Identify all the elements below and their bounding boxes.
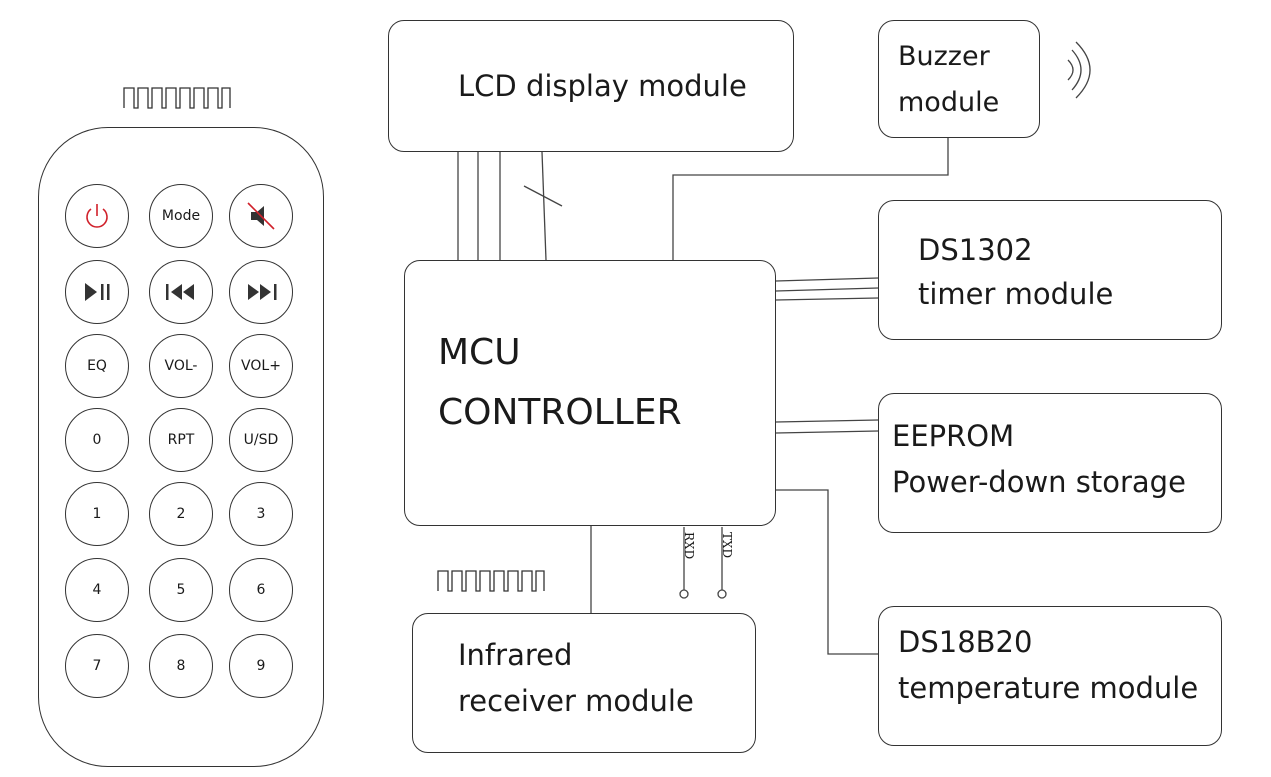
lcd-display-module [388, 20, 794, 152]
txd-pin-label: TXD [720, 532, 734, 559]
ds18b20-temperature-module-label-line1: DS18B20 [898, 625, 1033, 659]
key-1-button[interactable]: 1 [65, 482, 129, 546]
key-5-button[interactable]: 5 [149, 558, 213, 622]
key-label: Mode [161, 208, 201, 224]
mute-icon [243, 198, 279, 234]
ds18b20-temperature-module-label-line2: temperature module [898, 671, 1199, 705]
next-button[interactable] [229, 260, 293, 324]
infrared-receiver-module [412, 613, 756, 753]
play-pause-icon [79, 280, 115, 304]
key-label: U/SD [243, 432, 279, 448]
ir-signal-icon [437, 570, 545, 592]
key-label: VOL- [164, 358, 198, 374]
buzzer-module-label-line1: Buzzer [898, 41, 990, 72]
mcu-controller-label-line1: MCU [438, 332, 521, 373]
mcu-controller-label-line2: CONTROLLER [438, 392, 682, 433]
buzzer-module [878, 20, 1040, 138]
key-0-button[interactable]: 0 [65, 408, 129, 472]
play-pause-button[interactable] [65, 260, 129, 324]
key-8-button[interactable]: 8 [149, 634, 213, 698]
ds1302-timer-module-label-line2: timer module [918, 277, 1114, 311]
key-label: 9 [256, 658, 266, 674]
key-label: 8 [176, 658, 186, 674]
key-label: 2 [176, 506, 186, 522]
vol-down-button[interactable]: VOL- [149, 334, 213, 398]
key-4-button[interactable]: 4 [65, 558, 129, 622]
key-label: 0 [92, 432, 102, 448]
key-label: VOL+ [241, 358, 281, 374]
key-3-button[interactable]: 3 [229, 482, 293, 546]
key-label: EQ [87, 358, 107, 374]
rpt-button[interactable]: RPT [149, 408, 213, 472]
key-label: 1 [92, 506, 102, 522]
rxd-pin-label: RXD [682, 532, 696, 560]
next-icon [242, 280, 280, 304]
key-label: 4 [92, 582, 102, 598]
previous-icon [162, 280, 200, 304]
key-label: 5 [176, 582, 186, 598]
eeprom-module-label-line1: EEPROM [892, 419, 1015, 453]
key-label: 7 [92, 658, 102, 674]
eeprom-module-label-line2: Power-down storage [892, 465, 1186, 499]
key-label: 3 [256, 506, 266, 522]
key-7-button[interactable]: 7 [65, 634, 129, 698]
key-label: RPT [167, 432, 195, 448]
key-6-button[interactable]: 6 [229, 558, 293, 622]
usd-button[interactable]: U/SD [229, 408, 293, 472]
mute-button[interactable] [229, 184, 293, 248]
power-icon [81, 200, 113, 232]
ir-signal-icon [123, 87, 231, 109]
mcu-controller [404, 260, 776, 526]
eeprom-module [878, 393, 1222, 533]
infrared-receiver-module-label-line1: Infrared [458, 638, 573, 672]
key-label: 6 [256, 582, 266, 598]
vol-up-button[interactable]: VOL+ [229, 334, 293, 398]
ds1302-timer-module-label-line1: DS1302 [918, 233, 1033, 267]
mode-button[interactable]: Mode [149, 184, 213, 248]
key-2-button[interactable]: 2 [149, 482, 213, 546]
ds1302-timer-module [878, 200, 1222, 340]
buzzer-module-label-line2: module [898, 87, 1000, 118]
lcd-display-module-label: LCD display module [458, 69, 747, 103]
ds18b20-temperature-module [878, 606, 1222, 746]
eq-button[interactable]: EQ [65, 334, 129, 398]
previous-button[interactable] [149, 260, 213, 324]
infrared-receiver-module-label-line2: receiver module [458, 684, 694, 718]
power-button[interactable] [65, 184, 129, 248]
key-9-button[interactable]: 9 [229, 634, 293, 698]
